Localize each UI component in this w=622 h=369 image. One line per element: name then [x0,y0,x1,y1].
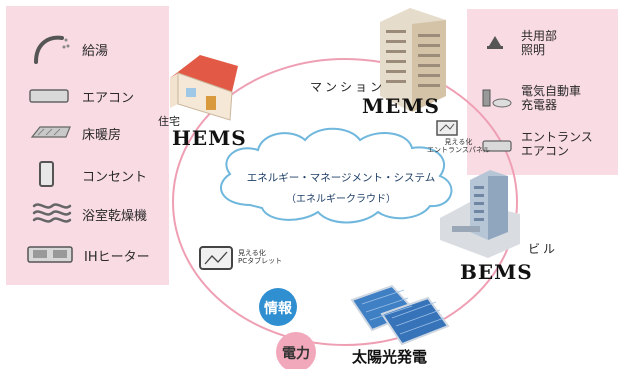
house-caption: 住宅 [158,115,180,128]
bems-label: BEMS [460,260,533,284]
energy-cloud [219,127,453,224]
list-item-label: エントランス エアコン [521,130,593,158]
list-item: コンセント [30,164,147,186]
lamp-icon [481,29,511,57]
outlet-icon [30,164,70,186]
mems-label: MEMS [362,94,440,118]
mansion-illustration [380,8,446,112]
bathroom-dryer-icon [30,203,70,225]
solar-panel-illustration [350,284,450,346]
hot-water-icon [30,38,70,60]
building-caption: ビル [528,242,559,256]
cloud-title: エネルギー・マネージメント・システム [246,172,436,184]
list-item-label: 給湯 [82,43,109,59]
building-illustration [440,170,520,258]
list-item-label: 共用部 照明 [521,29,558,57]
floor-heating-icon [30,126,71,138]
ev-charger-icon [482,89,512,108]
ih-heater-icon [30,244,72,266]
list-item-label: 電気自動車 充電器 [521,84,582,112]
list-item: IHヒーター [30,244,150,266]
list-item: エントランス エアコン [481,130,593,158]
lamp-icon [487,36,503,49]
home-devices-panel [6,6,169,285]
entrance-panel-icon [436,120,458,136]
list-item-label: IHヒーター [84,249,150,265]
ih-heater-icon [27,246,73,263]
info-badge-label: 情報 [264,301,292,317]
entrance-ac-icon [482,140,512,152]
hot-water-icon [34,35,70,64]
list-item-label: エアコン [82,90,135,106]
mansion-caption: マンション [310,80,386,94]
hems-label: HEMS [172,126,247,150]
list-item: 給湯 [30,38,108,60]
house-illustration [170,55,238,121]
list-item-label: 床暖房 [82,127,122,143]
list-item: 浴室乾燥機 [30,203,147,225]
tablet-label: 見える化 PCタブレット [238,249,283,265]
air-conditioner-icon [30,85,70,107]
list-item: エアコン [30,85,134,107]
air-conditioner-icon [29,89,69,103]
list-item: 共用部 照明 [481,29,557,57]
ev-charger-icon [481,84,511,112]
entrance-panel-label: 見える化 エントランスパネル [427,138,490,154]
outlet-icon [39,161,54,187]
solar-caption: 太陽光発電 [352,348,428,366]
bathroom-dryer-icon [32,203,72,223]
power-badge [276,332,316,369]
info-badge [259,288,297,326]
connection-ring [172,58,518,346]
tablet-icon [199,246,233,270]
list-item: 床暖房 [30,122,121,144]
list-item: 電気自動車 充電器 [481,84,581,112]
floor-heating-icon [30,122,70,144]
list-item-label: 浴室乾燥機 [82,208,148,224]
power-badge-label: 電力 [282,346,310,362]
list-item-label: コンセント [82,169,148,185]
cloud-subtitle: （エネルギークラウド） [286,194,396,205]
